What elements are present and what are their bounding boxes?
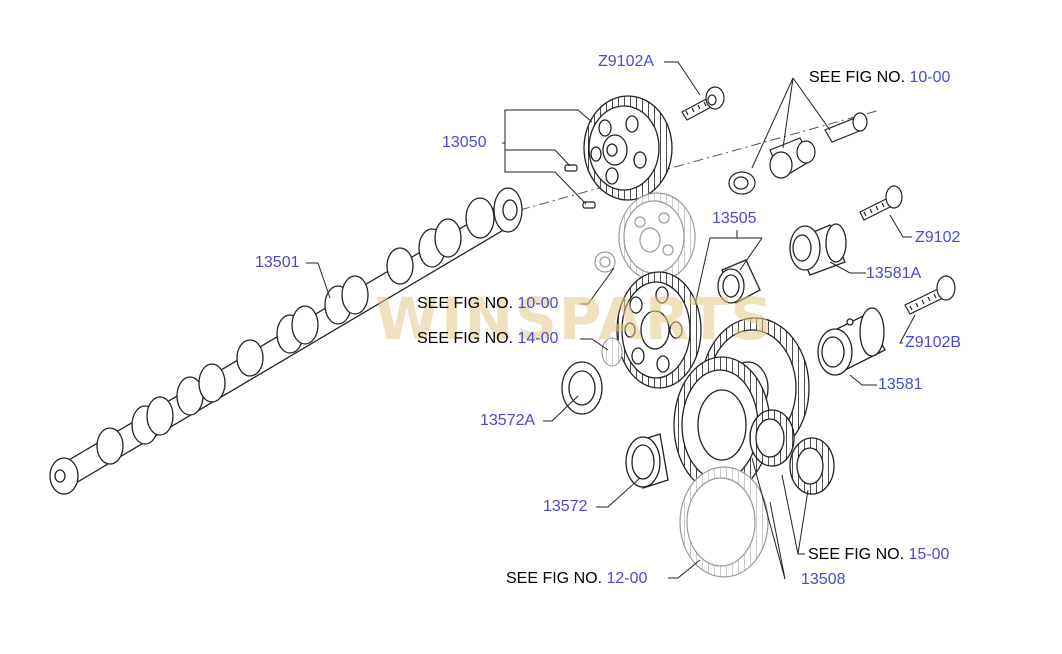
bolt-z9102a[interactable] bbox=[681, 86, 725, 121]
small-pinion-14-00[interactable] bbox=[601, 337, 623, 367]
see-fig-prefix: SEE FIG NO. bbox=[809, 69, 906, 86]
label-13508[interactable]: 13508 bbox=[801, 571, 846, 588]
label-13050[interactable]: 13050 bbox=[442, 134, 487, 151]
label-13572a[interactable]: 13572A bbox=[480, 412, 536, 429]
leader-lines bbox=[306, 61, 916, 580]
label-13505[interactable]: 13505 bbox=[712, 210, 757, 227]
camshaft[interactable] bbox=[49, 187, 523, 495]
watermark-logo: WINSPARTS bbox=[375, 285, 775, 353]
see-fig-top: SEE FIG NO. 10-00 bbox=[809, 69, 950, 87]
see-fig-ref-link[interactable]: 10-00 bbox=[909, 69, 951, 86]
shaft-13581a[interactable] bbox=[789, 223, 847, 276]
crank-gear-12-00[interactable] bbox=[679, 466, 769, 578]
label-z9102a[interactable]: Z9102A bbox=[598, 53, 655, 70]
thrust-washer-13572[interactable] bbox=[625, 433, 669, 489]
see-fig-prefix: SEE FIG NO. bbox=[417, 295, 514, 312]
dowel-pins[interactable] bbox=[564, 164, 596, 209]
small-gears-15-00[interactable] bbox=[749, 409, 835, 495]
see-fig-bottom: SEE FIG NO. 12-00 bbox=[506, 570, 647, 588]
axis-line bbox=[519, 109, 881, 211]
cam-gear-13050[interactable] bbox=[583, 95, 673, 201]
label-13581a[interactable]: 13581A bbox=[866, 265, 922, 282]
washer-small[interactable] bbox=[594, 251, 616, 273]
see-fig-prefix: SEE FIG NO. bbox=[417, 330, 514, 347]
gear-14-00[interactable] bbox=[616, 271, 702, 389]
label-z9102b[interactable]: Z9102B bbox=[905, 334, 962, 351]
idler-gear-13508-mid[interactable] bbox=[673, 356, 771, 494]
see-fig-ref-link[interactable]: 10-00 bbox=[517, 295, 559, 312]
label-13572[interactable]: 13572 bbox=[543, 498, 588, 515]
label-z9102[interactable]: Z9102 bbox=[915, 229, 961, 246]
label-13501[interactable]: 13501 bbox=[255, 254, 300, 271]
idler-collar-parts[interactable] bbox=[728, 112, 868, 195]
see-fig-left-b: SEE FIG NO. 14-00 bbox=[417, 330, 558, 348]
thrust-washer-13572a[interactable] bbox=[561, 361, 603, 415]
idler-gear-light[interactable] bbox=[618, 192, 696, 282]
label-13581[interactable]: 13581 bbox=[878, 376, 923, 393]
bolt-z9102b[interactable] bbox=[904, 275, 956, 315]
see-fig-prefix: SEE FIG NO. bbox=[808, 546, 905, 563]
bushing-13505[interactable] bbox=[717, 259, 761, 304]
see-fig-ref-link[interactable]: 14-00 bbox=[517, 330, 559, 347]
see-fig-ref-link[interactable]: 15-00 bbox=[908, 546, 950, 563]
see-fig-prefix: SEE FIG NO. bbox=[506, 570, 603, 587]
camshaft-lobes bbox=[49, 187, 523, 495]
see-fig-ref-link[interactable]: 12-00 bbox=[606, 570, 648, 587]
see-fig-left-a: SEE FIG NO. 10-00 bbox=[417, 295, 558, 313]
shaft-13581[interactable] bbox=[817, 307, 886, 376]
see-fig-bottom-right: SEE FIG NO. 15-00 bbox=[808, 546, 949, 564]
bolt-z9102[interactable] bbox=[859, 185, 903, 221]
